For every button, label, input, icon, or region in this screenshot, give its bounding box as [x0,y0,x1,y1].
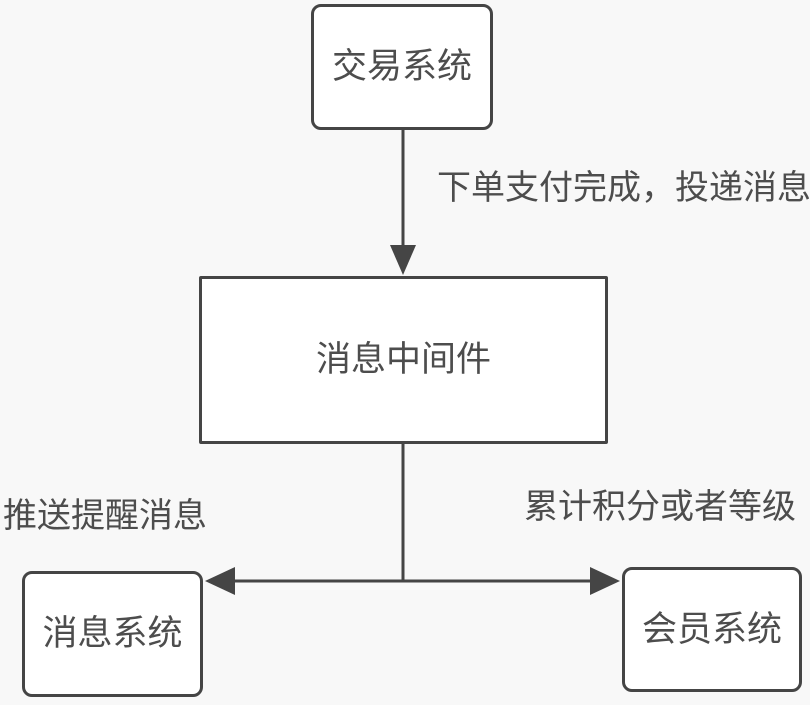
edge-middleware-to-member-system [402,567,620,595]
edge-label-deliver-message: 下单支付完成，投递消息 [437,169,810,207]
edge-middleware-to-message-system [205,567,404,595]
node-message-middleware-label: 消息中间件 [315,340,491,379]
arrowhead-right [590,567,620,595]
edge-label-push-notification: 推送提醒消息 [3,497,207,535]
arrowhead-down [390,245,416,275]
edge-label-accumulate-points: 累计积分或者等级 [524,488,796,526]
node-member-system[interactable]: 会员系统 [622,567,802,692]
node-message-system[interactable]: 消息系统 [22,571,203,697]
node-message-middleware[interactable]: 消息中间件 [199,276,608,444]
node-trade-system-label: 交易系统 [331,47,472,86]
node-message-system-label: 消息系统 [42,614,183,653]
arrowhead-left [205,567,235,595]
edge-trade-to-middleware [390,129,416,275]
node-trade-system[interactable]: 交易系统 [311,4,493,130]
node-member-system-label: 会员系统 [641,609,782,649]
